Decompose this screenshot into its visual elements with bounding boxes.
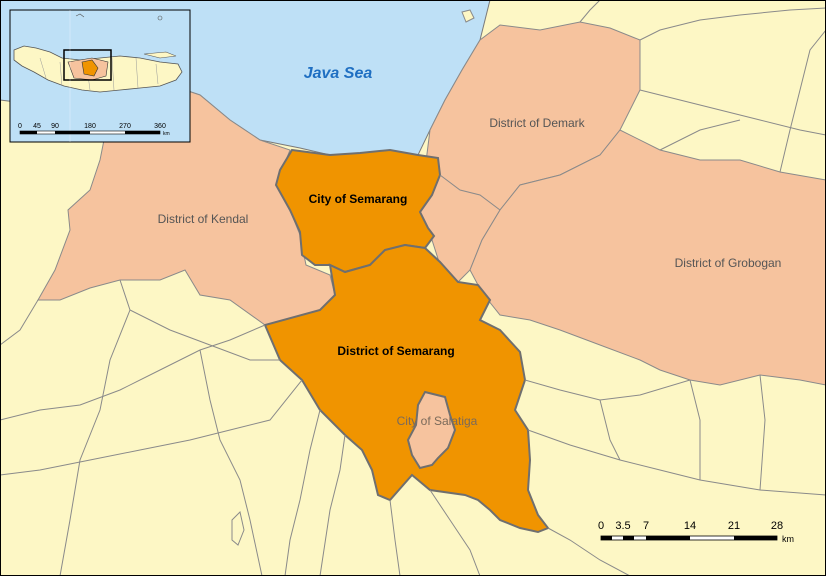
inset-scale-tick: 90 bbox=[51, 123, 59, 130]
inset-map: 0 45 90 180 270 360 km bbox=[9, 9, 191, 143]
region-salatiga[interactable] bbox=[406, 390, 457, 470]
inset-scale-tick: 360 bbox=[154, 123, 166, 130]
inset-scale-tick: 0 bbox=[18, 123, 22, 130]
label-grobogan: District of Grobogan bbox=[675, 256, 782, 270]
scale-tick: 0 bbox=[598, 520, 604, 532]
scale-unit: km bbox=[782, 534, 794, 544]
inset-extent-box bbox=[63, 49, 112, 81]
scale-tick: 28 bbox=[771, 520, 783, 532]
region-district-semarang[interactable] bbox=[263, 243, 550, 534]
scale-tick: 7 bbox=[643, 520, 649, 532]
inset-scale-tick: 180 bbox=[84, 123, 96, 130]
inset-scale-tick: 45 bbox=[33, 123, 41, 130]
label-kendal: District of Kendal bbox=[158, 212, 249, 226]
scale-bar: 0 3.5 7 14 21 28 km bbox=[598, 520, 794, 544]
sea-label: Java Sea bbox=[304, 65, 373, 82]
scale-tick: 3.5 bbox=[615, 520, 630, 532]
scale-tick: 14 bbox=[684, 520, 696, 532]
island bbox=[461, 9, 475, 23]
inset-madura bbox=[143, 51, 177, 59]
inset-scale-unit: km bbox=[163, 131, 170, 137]
inset-scale-tick: 270 bbox=[119, 123, 131, 130]
label-city-semarang: City of Semarang bbox=[309, 192, 408, 206]
scale-tick: 21 bbox=[728, 520, 740, 532]
island bbox=[231, 511, 245, 546]
inset-highlight bbox=[81, 59, 99, 77]
label-demark: District of Demark bbox=[489, 116, 585, 130]
label-district-semarang: District of Semarang bbox=[337, 344, 454, 358]
label-salatiga: City of Salatiga bbox=[397, 414, 478, 428]
